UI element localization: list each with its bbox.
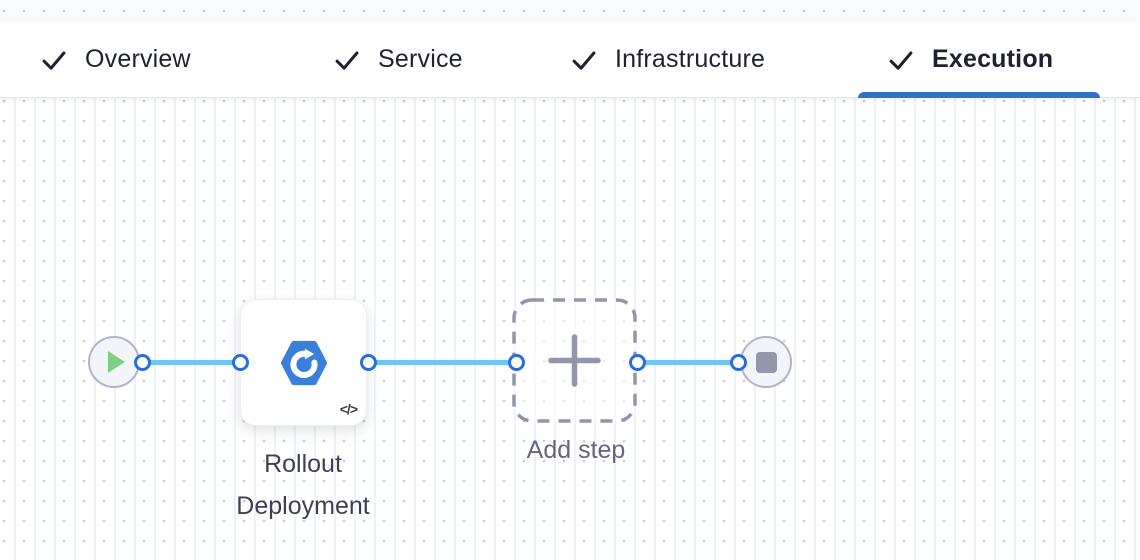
connector-addstep-to-end bbox=[637, 359, 739, 365]
tab-infrastructure-label: Infrastructure bbox=[615, 45, 766, 73]
connector-step-to-addstep bbox=[367, 359, 517, 365]
execution-graph-canvas[interactable]: </> Rollout Deployment Add step bbox=[0, 98, 1140, 560]
play-icon bbox=[108, 351, 125, 373]
step-node-label: Rollout Deployment bbox=[236, 450, 370, 520]
k8s-rollout-hexagon-icon bbox=[280, 340, 327, 385]
check-icon bbox=[572, 50, 596, 70]
tab-service[interactable]: Service bbox=[333, 22, 463, 97]
port-end-in[interactable] bbox=[729, 353, 747, 371]
check-icon bbox=[335, 50, 359, 70]
port-step-out[interactable] bbox=[359, 353, 377, 371]
stop-icon bbox=[755, 351, 777, 373]
check-icon bbox=[889, 50, 913, 70]
tab-execution[interactable]: Execution bbox=[887, 22, 1053, 97]
check-icon bbox=[42, 50, 66, 70]
canvas-top-strip bbox=[0, 0, 1140, 22]
port-start-out[interactable] bbox=[133, 353, 151, 371]
yaml-code-icon[interactable]: </> bbox=[339, 401, 358, 417]
add-step-node[interactable] bbox=[511, 297, 638, 424]
pipeline-start-node bbox=[88, 336, 140, 388]
stage-setup-tabbar: Overview Service Infrastructure Executio… bbox=[0, 22, 1140, 98]
connector-start-to-step bbox=[142, 359, 240, 365]
active-tab-indicator bbox=[858, 92, 1100, 98]
port-addstep-in[interactable] bbox=[507, 353, 525, 371]
pipeline-end-node bbox=[740, 336, 792, 388]
step-node-rollout-deployment[interactable]: </> bbox=[240, 299, 367, 426]
port-addstep-out[interactable] bbox=[628, 353, 646, 371]
tab-overview-label: Overview bbox=[85, 45, 191, 73]
plus-icon bbox=[512, 298, 637, 423]
port-step-in[interactable] bbox=[231, 353, 249, 371]
tab-overview[interactable]: Overview bbox=[40, 22, 191, 97]
tab-service-label: Service bbox=[378, 45, 463, 73]
add-step-label: Add step bbox=[526, 436, 626, 464]
tab-execution-label: Execution bbox=[932, 45, 1054, 73]
tab-infrastructure[interactable]: Infrastructure bbox=[570, 22, 765, 97]
